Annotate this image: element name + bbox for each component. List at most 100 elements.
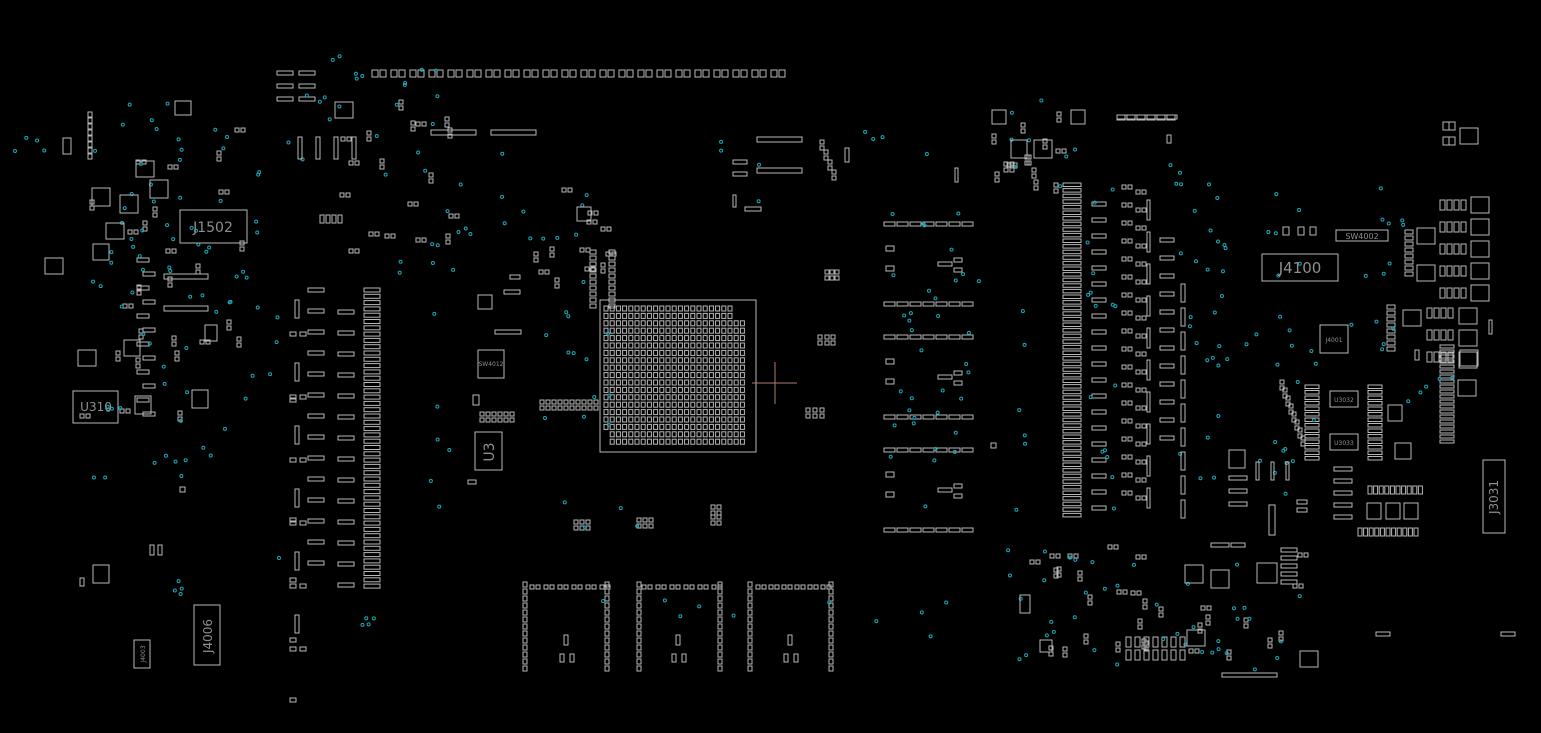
pad	[569, 399, 575, 405]
pad	[747, 630, 753, 637]
pad	[609, 327, 615, 334]
pad	[579, 519, 585, 525]
pad	[569, 405, 575, 411]
pad	[665, 431, 671, 438]
pad	[727, 335, 733, 342]
pad	[727, 401, 733, 408]
pad	[1457, 379, 1477, 397]
pad	[615, 364, 621, 371]
pad	[79, 577, 85, 587]
pad	[935, 414, 948, 420]
pad	[609, 357, 615, 364]
pad	[1141, 333, 1147, 339]
pad	[634, 305, 640, 312]
pad	[628, 386, 634, 393]
via	[1105, 455, 1110, 460]
component-j4003[interactable]: J4003	[133, 639, 151, 669]
pad	[1056, 111, 1062, 117]
pad	[1091, 281, 1107, 287]
pad	[634, 320, 640, 327]
via	[1198, 476, 1203, 481]
component-u310[interactable]: U310	[72, 390, 119, 424]
pad	[603, 305, 609, 312]
pad	[1292, 583, 1298, 589]
pad	[1304, 417, 1320, 422]
pad	[363, 514, 381, 520]
pad	[337, 540, 355, 546]
component-j4001[interactable]: J4001	[1319, 324, 1349, 354]
pad	[1433, 351, 1440, 363]
pad	[599, 299, 757, 453]
via	[953, 278, 958, 283]
via	[188, 294, 193, 299]
pad	[739, 320, 745, 327]
component-sw4002[interactable]: SW4002	[1335, 229, 1389, 242]
via	[1022, 433, 1027, 438]
pad	[826, 584, 832, 590]
pad	[1188, 648, 1194, 654]
pad	[445, 233, 451, 239]
via	[24, 135, 29, 140]
via	[118, 406, 123, 411]
via	[863, 129, 868, 134]
component-j1502[interactable]: J1502	[179, 209, 248, 244]
pad	[1033, 185, 1039, 191]
pad	[339, 192, 345, 198]
pad	[1121, 346, 1127, 352]
pad	[961, 414, 974, 420]
pad	[1135, 243, 1141, 249]
pad	[493, 69, 501, 78]
component-u3033[interactable]: U3033	[1329, 433, 1359, 451]
pad	[1458, 351, 1478, 369]
pad	[167, 282, 173, 288]
component-sw4012[interactable]: SW4012	[477, 349, 505, 379]
pad	[1062, 277, 1082, 283]
pad	[454, 213, 460, 219]
via	[574, 232, 579, 237]
pad	[133, 229, 139, 235]
via	[1022, 342, 1027, 347]
pad	[1442, 136, 1450, 146]
pad	[711, 584, 717, 590]
pad	[1062, 294, 1082, 299]
component-j4100[interactable]: J4100	[1261, 253, 1339, 282]
via	[542, 416, 547, 421]
via	[1222, 242, 1227, 247]
via	[580, 203, 585, 208]
pad	[828, 658, 834, 665]
via	[1225, 357, 1230, 362]
pad	[935, 447, 948, 453]
pad	[1121, 220, 1127, 226]
pad	[739, 372, 745, 379]
pad	[615, 416, 621, 423]
pad	[1091, 473, 1107, 479]
pad	[659, 342, 665, 349]
pad	[618, 69, 626, 78]
component-j4006[interactable]: J4006	[193, 604, 221, 666]
component-u3[interactable]: U3	[474, 431, 503, 471]
pad	[628, 335, 634, 342]
via	[1216, 639, 1221, 644]
via	[1212, 310, 1217, 315]
pad	[740, 69, 748, 78]
via	[1115, 583, 1120, 588]
pad	[665, 438, 671, 445]
pad	[702, 409, 708, 416]
pad	[575, 405, 581, 411]
pad	[653, 386, 659, 393]
pad	[1500, 631, 1516, 637]
pad	[671, 342, 677, 349]
component-j3031[interactable]: J3031	[1482, 459, 1506, 534]
component-u3032[interactable]: U3032	[1329, 390, 1359, 408]
pad	[665, 394, 671, 401]
pad	[696, 372, 702, 379]
pad	[503, 411, 509, 417]
pad	[747, 609, 753, 616]
pad	[715, 416, 721, 423]
pad	[994, 171, 1000, 177]
pad	[87, 111, 93, 118]
pad	[1143, 636, 1150, 648]
pad	[1121, 292, 1127, 298]
via	[601, 598, 606, 603]
